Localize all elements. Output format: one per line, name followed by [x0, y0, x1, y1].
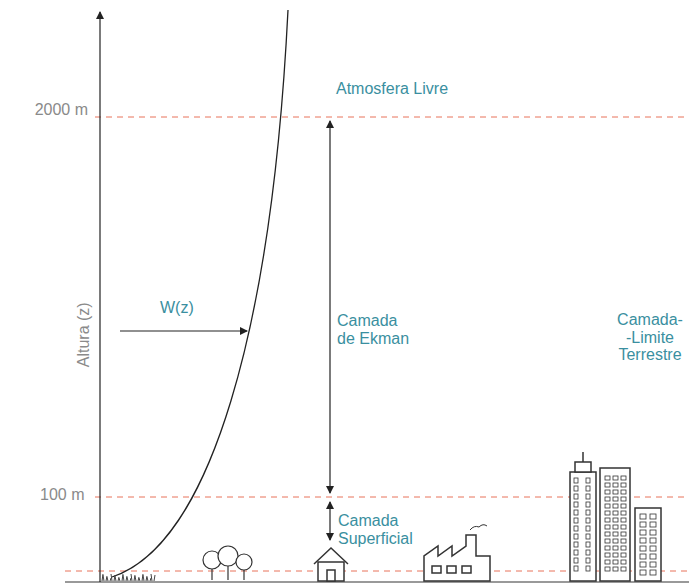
variable-name: W(z) — [160, 299, 194, 317]
trees — [203, 546, 252, 580]
factory — [424, 525, 490, 581]
ekman-extent — [329, 121, 330, 493]
house — [314, 548, 348, 581]
buildings — [570, 452, 661, 581]
grass — [102, 574, 155, 581]
layer-name: Atmosfera Livre — [336, 80, 448, 98]
wind-profile — [112, 10, 288, 577]
layer-name: Camada Superficial — [338, 512, 415, 547]
wind-arrow — [120, 330, 247, 331]
height-tick: 2000 m — [35, 101, 88, 119]
layer-name: Camada- -Limite Terrestre — [616, 311, 684, 364]
surface-extent — [329, 502, 330, 540]
height-axis — [99, 12, 100, 582]
axis-title: Altura (z) — [74, 303, 92, 368]
layer-name: Camada de Ekman — [337, 312, 412, 347]
height-tick: 100 m — [40, 486, 84, 504]
